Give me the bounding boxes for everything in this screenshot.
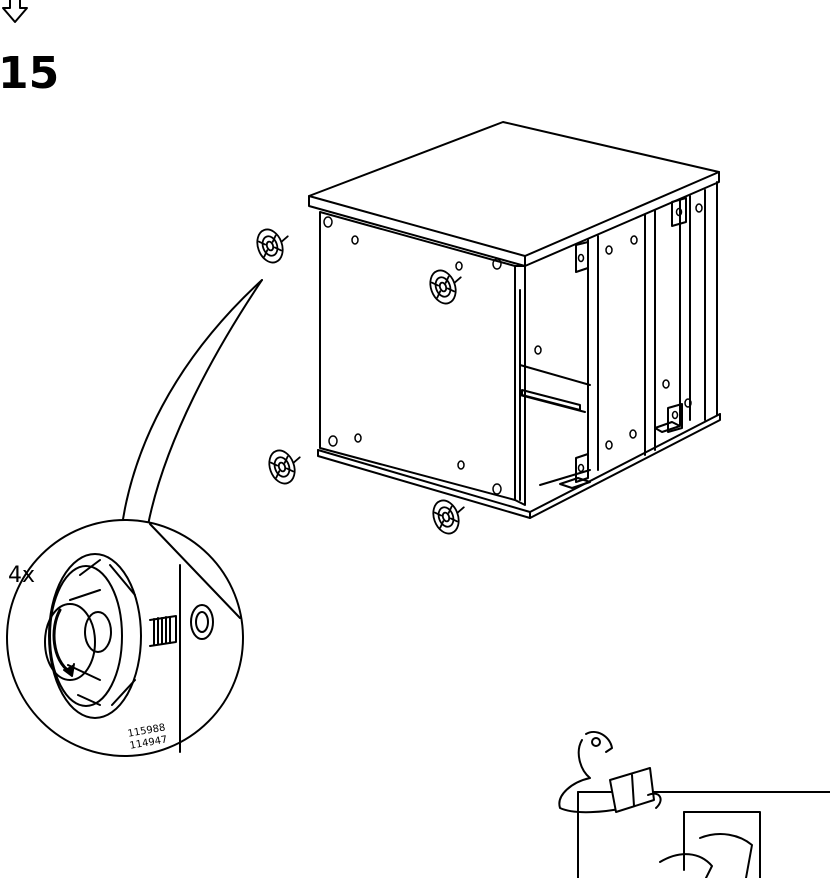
foot-glide-icon (256, 228, 465, 535)
down-arrow-icon (2, 0, 28, 23)
step-number: 15 (0, 48, 60, 99)
read-manual-icon (558, 730, 830, 878)
cabinet-holes (351, 203, 703, 473)
cabinet-bottom-panel (317, 413, 721, 519)
cabinet-top-panel (308, 121, 720, 267)
quantity-label: 4x (8, 563, 36, 588)
cabinet-interior (519, 181, 718, 501)
cabinet-corner-studs (323, 216, 502, 495)
callout-line-left (119, 279, 263, 541)
callout-line-right (147, 279, 263, 526)
cabinet-side-panel (319, 211, 526, 506)
detail-magnifier (6, 519, 244, 757)
